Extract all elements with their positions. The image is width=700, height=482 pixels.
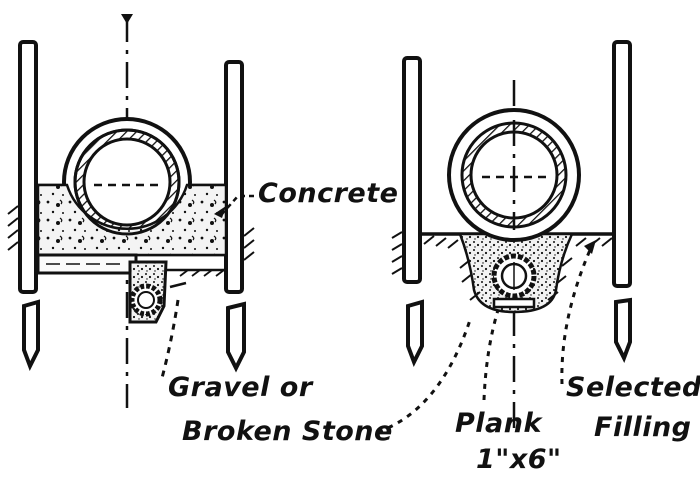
gravel-leader (160, 299, 180, 379)
right-sheeting-lower-left (406, 299, 424, 367)
left-pipe-bore (82, 137, 172, 227)
right-sheeting-upper-right (612, 40, 632, 288)
left-section (7, 14, 255, 408)
broken-stone-leader (377, 319, 472, 434)
label-selected-line2: Filling (594, 412, 692, 443)
left-sheeting-upper-left (18, 40, 38, 294)
right-ground-hatch (423, 235, 613, 301)
label-plank-line1: Plank (455, 408, 543, 439)
left-concrete-fill (36, 183, 228, 257)
label-gravel-line1: Gravel or (168, 372, 314, 403)
label-gravel-line2: Broken Stone (182, 416, 393, 447)
right-sheeting-upper-left (402, 56, 422, 284)
plank-leader (482, 309, 500, 401)
left-ground-hatch (7, 205, 255, 261)
label-selected-line1: Selected (566, 372, 700, 403)
left-sheeting-lower-left (22, 299, 40, 371)
label-plank-line2: 1"x6" (476, 444, 562, 475)
left-sheeting-upper-right (224, 60, 244, 294)
selected-filling-leader (560, 249, 592, 385)
right-sheeting-lower-right (614, 297, 632, 363)
label-concrete: Concrete (258, 178, 398, 209)
right-section (377, 40, 632, 434)
left-sheeting-lower-right (226, 301, 246, 373)
right-plank (492, 297, 536, 309)
left-centerline-arrow (121, 14, 133, 24)
